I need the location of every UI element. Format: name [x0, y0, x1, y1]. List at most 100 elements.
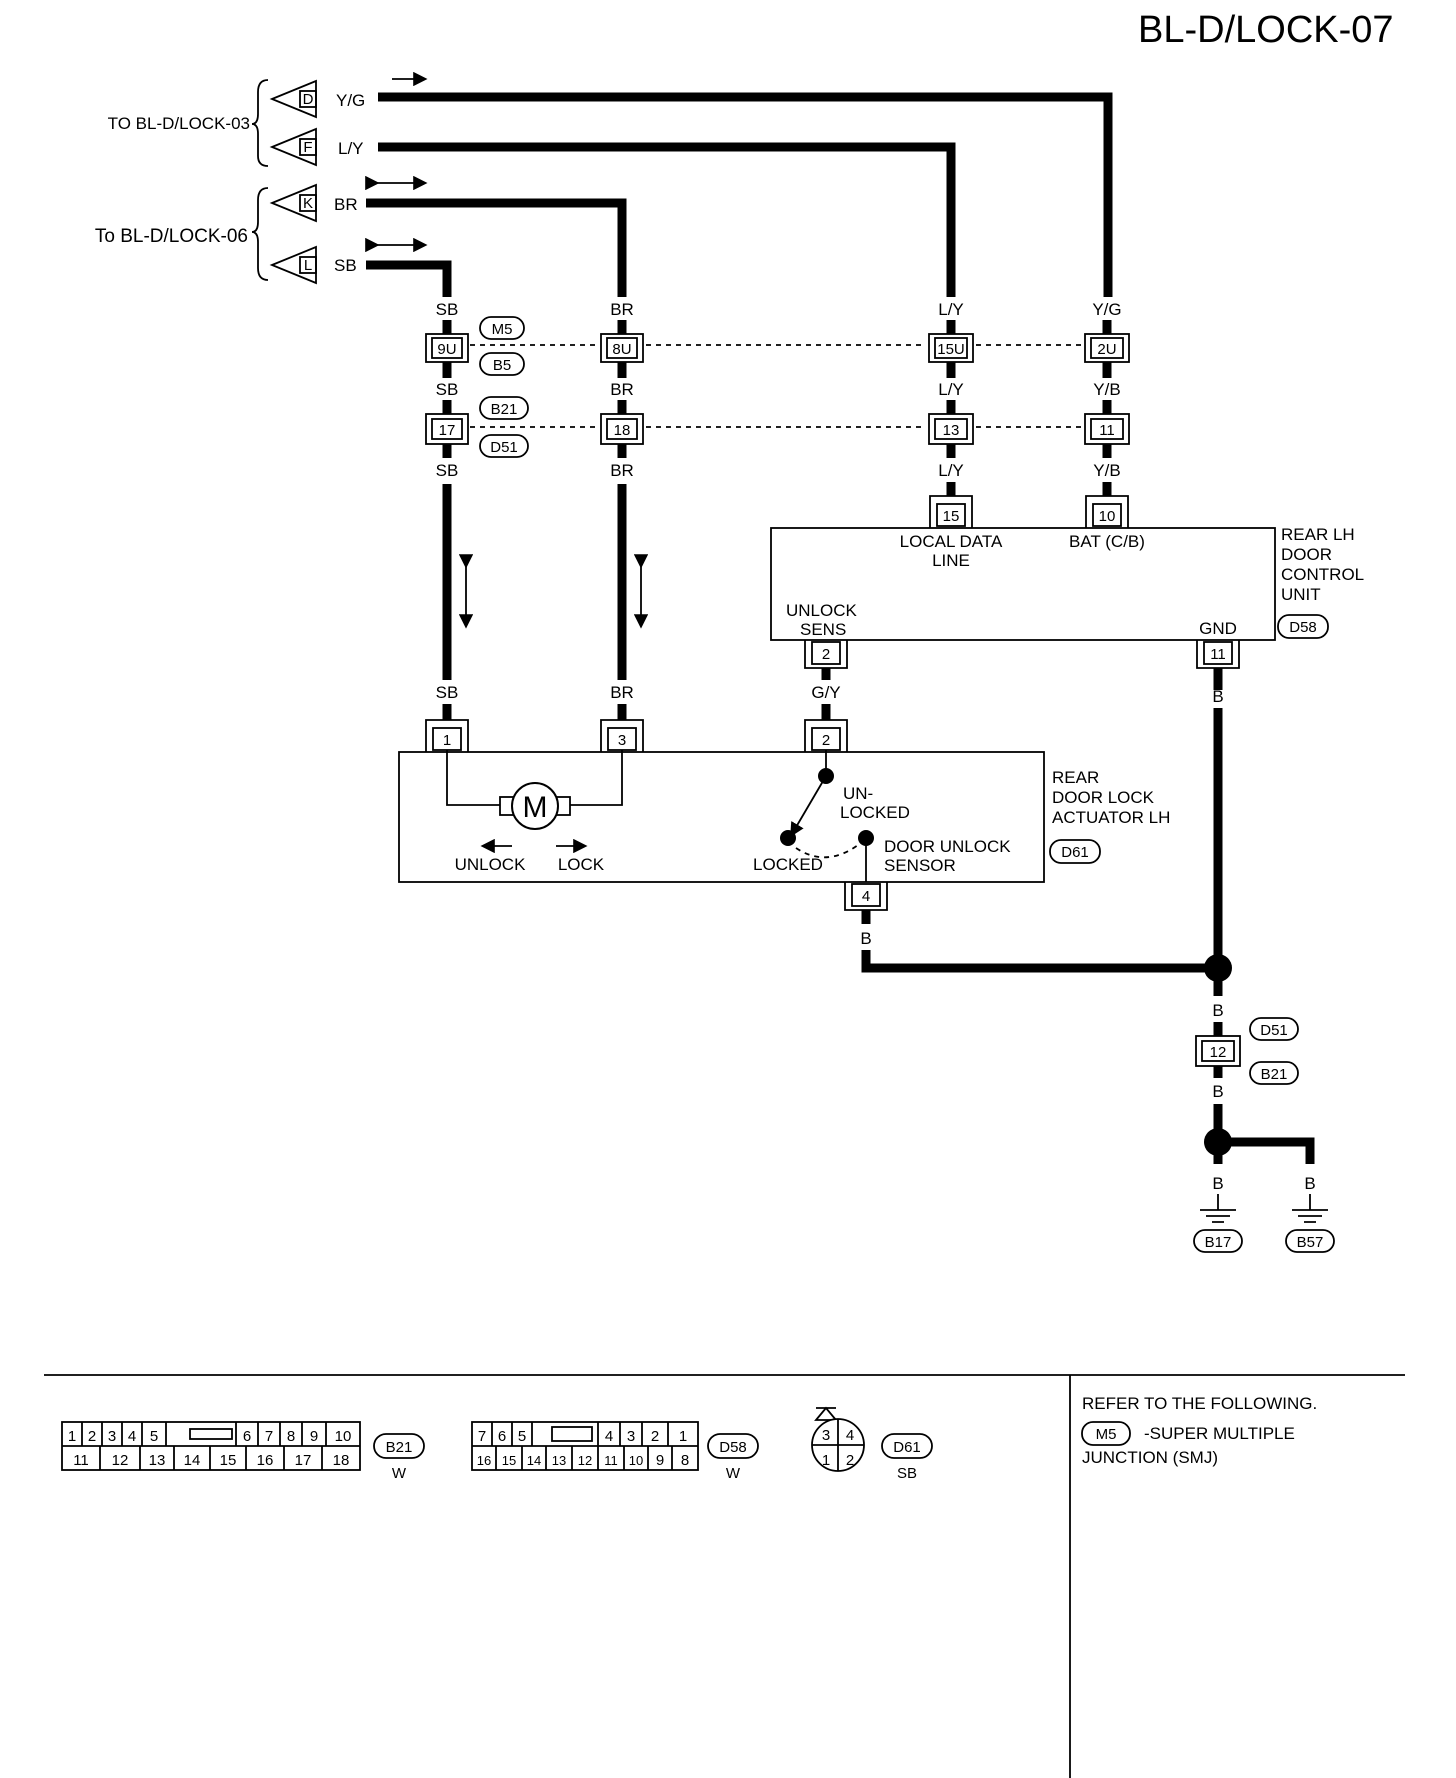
- junction-code-d51: D51: [479, 434, 529, 458]
- cu-pin-2: 2: [804, 640, 848, 669]
- svg-text:8: 8: [287, 1428, 295, 1445]
- svg-text:B21: B21: [491, 401, 518, 418]
- svg-text:3: 3: [108, 1428, 116, 1445]
- svg-text:17: 17: [295, 1452, 312, 1469]
- svg-text:4: 4: [862, 888, 870, 905]
- svg-text:1: 1: [822, 1452, 830, 1469]
- svg-text:7: 7: [478, 1428, 486, 1445]
- svg-text:14: 14: [527, 1453, 541, 1468]
- act-lock-label: LOCK: [558, 855, 605, 874]
- act-sensor-2: SENSOR: [884, 856, 956, 875]
- svg-text:4: 4: [846, 1427, 854, 1444]
- svg-text:8U: 8U: [612, 341, 631, 358]
- wire-br: [366, 198, 627, 297]
- act-pin-1: 1: [425, 719, 469, 752]
- svg-text:D61: D61: [1061, 844, 1089, 861]
- cu-pin-10: 10: [1085, 495, 1129, 528]
- svg-text:16: 16: [257, 1452, 274, 1469]
- legend-d61-code: D61 SB: [881, 1433, 933, 1482]
- svg-text:12: 12: [112, 1452, 129, 1469]
- junction-code-m5: M5: [479, 316, 525, 340]
- page-title: BL-D/LOCK-07: [1138, 9, 1394, 51]
- act-pin-4: 4: [844, 882, 888, 911]
- ground-icon-2: [1292, 1194, 1328, 1223]
- svg-text:1: 1: [68, 1428, 76, 1445]
- svg-text:L/Y: L/Y: [338, 139, 364, 158]
- svg-text:9U: 9U: [437, 341, 456, 358]
- legend-d58-connector: 7 6 5 4 3 2 1 16 15 14 13 12 11 10 9 8: [471, 1421, 699, 1471]
- cu-name-2: DOOR: [1281, 545, 1332, 564]
- svg-text:B17: B17: [1205, 1234, 1232, 1251]
- svg-text:18: 18: [614, 422, 631, 439]
- svg-text:L: L: [304, 257, 312, 274]
- act-name-2: DOOR LOCK: [1052, 788, 1155, 807]
- svg-text:10: 10: [335, 1428, 352, 1445]
- svg-text:13: 13: [943, 422, 960, 439]
- ground-code-b21: B21: [1249, 1061, 1299, 1085]
- label-b-8: B: [1304, 1174, 1315, 1193]
- act-pin-2: 2: [804, 719, 848, 752]
- svg-text:15: 15: [220, 1452, 237, 1469]
- svg-text:1: 1: [443, 732, 451, 749]
- control-unit-box: [770, 527, 1276, 641]
- ground-code-b57: B57: [1285, 1229, 1335, 1253]
- cu-gnd: GND: [1199, 619, 1237, 638]
- svg-text:5: 5: [518, 1428, 526, 1445]
- switch-arm: [790, 775, 827, 838]
- label-gy: G/Y: [811, 683, 840, 702]
- cu-sens: SENS: [800, 620, 846, 639]
- cu-local-data: LOCAL DATA: [900, 532, 1003, 551]
- svg-text:10: 10: [1099, 508, 1116, 525]
- ground-code-b17: B17: [1193, 1229, 1243, 1253]
- svg-text:5: 5: [150, 1428, 158, 1445]
- cu-name-3: CONTROL: [1281, 565, 1364, 584]
- label-ly-1: L/Y: [938, 300, 964, 319]
- act-name-1: REAR: [1052, 768, 1099, 787]
- wire-yg: [378, 92, 1113, 297]
- stubs-1: [442, 320, 1112, 334]
- act-unlock-label: UNLOCK: [455, 855, 527, 874]
- svg-text:10: 10: [629, 1453, 643, 1468]
- junction-code-b5: B5: [479, 352, 525, 376]
- svg-text:3: 3: [618, 732, 626, 749]
- label-br-3: BR: [610, 461, 634, 480]
- svg-text:3: 3: [822, 1427, 830, 1444]
- svg-text:W: W: [392, 1465, 407, 1482]
- cu-name-4: UNIT: [1281, 585, 1321, 604]
- stubs-3: [442, 400, 1112, 414]
- ref-lock06: To BL-D/LOCK-06: [95, 226, 248, 247]
- label-yb-2: Y/B: [1093, 380, 1120, 399]
- svg-text:F: F: [303, 139, 312, 156]
- cu-line: LINE: [932, 551, 970, 570]
- cu-code-d58: D58: [1277, 614, 1329, 639]
- svg-text:7: 7: [265, 1428, 273, 1445]
- junction-row2: 17 18 13 11: [425, 413, 1130, 445]
- svg-text:M5: M5: [1096, 1426, 1117, 1443]
- legend-b21-code: B21 W: [373, 1433, 425, 1482]
- label-b-6: B: [1212, 1082, 1223, 1101]
- brace-lock06: [251, 187, 269, 281]
- svg-text:2: 2: [822, 732, 830, 749]
- legend-smj-2: JUNCTION (SMJ): [1082, 1448, 1218, 1467]
- label-b-7: B: [1212, 1174, 1223, 1193]
- svg-text:B21: B21: [386, 1439, 413, 1456]
- svg-text:M: M: [523, 791, 548, 824]
- ground-joint-12: 12: [1195, 1035, 1241, 1067]
- label-br-2: BR: [610, 380, 634, 399]
- ground-code-d51: D51: [1249, 1017, 1299, 1041]
- svg-text:11: 11: [604, 1453, 618, 1468]
- svg-text:6: 6: [243, 1428, 251, 1445]
- ref-lock03: TO BL-D/LOCK-03: [108, 114, 250, 133]
- label-yg-1: Y/G: [1092, 300, 1121, 319]
- connector-f: F L/Y: [269, 127, 364, 167]
- splice-2: [1204, 1128, 1232, 1156]
- svg-text:2U: 2U: [1097, 341, 1116, 358]
- label-sb-4: SB: [436, 683, 459, 702]
- act-unlocked-2: LOCKED: [840, 803, 910, 822]
- svg-text:11: 11: [1210, 646, 1226, 663]
- svg-text:W: W: [726, 1465, 741, 1482]
- svg-text:11: 11: [73, 1452, 89, 1469]
- splice-1: [1204, 954, 1232, 982]
- legend-d58-code: D58 W: [707, 1433, 759, 1482]
